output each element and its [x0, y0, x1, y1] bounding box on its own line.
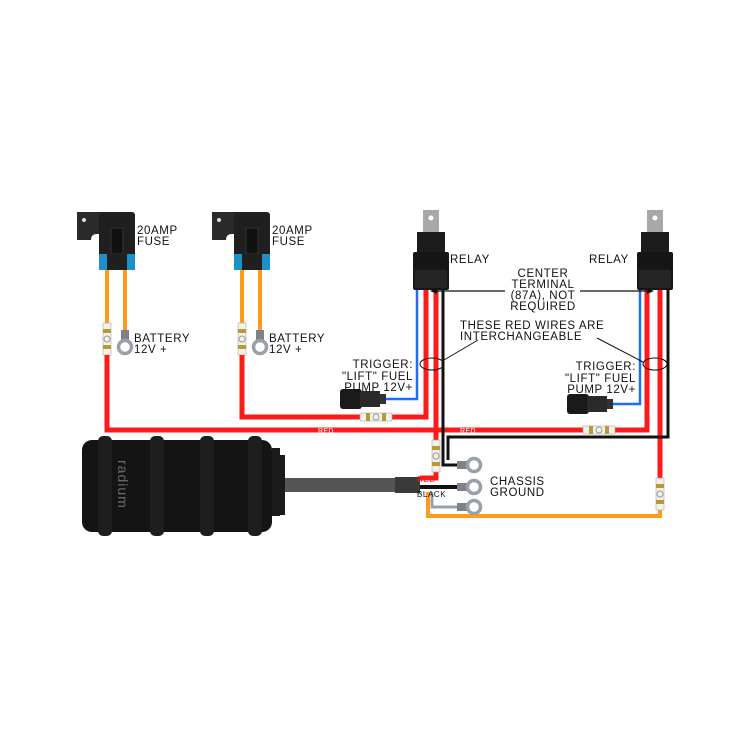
svg-text:INTERCHANGEABLE: INTERCHANGEABLE	[460, 331, 582, 343]
battery-ring-terminal-2	[251, 328, 269, 356]
fuse-label-2: 20AMP FUSE	[272, 225, 313, 248]
svg-text:(87A), NOT: (87A), NOT	[511, 290, 576, 302]
fuse-holder-2	[211, 211, 271, 356]
relay-label-2: RELAY	[589, 254, 629, 266]
fuse-holder-1	[76, 211, 136, 356]
relay-label-1: RELAY	[450, 254, 490, 266]
svg-text:REQUIRED: REQUIRED	[510, 301, 576, 313]
wire-label-red-2: RED	[460, 428, 476, 435]
svg-text:FUSE: FUSE	[272, 236, 305, 248]
trigger-label-2: TRIGGER: "LIFT" FUEL PUMP 12V+	[565, 361, 636, 396]
inline-connector-1	[359, 412, 393, 422]
inline-connector-4	[655, 477, 665, 511]
ground-ring-terminals	[455, 456, 483, 516]
trigger-label-1: TRIGGER: "LIFT" FUEL PUMP 12V+	[342, 359, 413, 394]
svg-text:TRIGGER:: TRIGGER:	[353, 359, 413, 371]
fuse-label-1: 20AMP FUSE	[137, 225, 178, 248]
svg-text:20AMP: 20AMP	[272, 225, 313, 237]
svg-text:BATTERY: BATTERY	[269, 333, 325, 345]
wires	[104, 288, 670, 518]
relay-2	[637, 210, 673, 290]
svg-text:PUMP 12V+: PUMP 12V+	[344, 382, 413, 394]
brand-logo: radium	[115, 460, 131, 509]
svg-text:TERMINAL: TERMINAL	[512, 279, 575, 291]
battery-label-1: BATTERY 12V +	[134, 333, 190, 356]
svg-text:CENTER: CENTER	[518, 268, 569, 280]
wire-label-red-1: RED	[318, 428, 334, 435]
pump-wire-black-label: BLACK	[417, 490, 446, 499]
interchangeable-label: THESE RED WIRES ARE INTERCHANGEABLE	[460, 320, 604, 343]
svg-text:TRIGGER:: TRIGGER:	[576, 361, 636, 373]
svg-text:12V +: 12V +	[269, 344, 302, 356]
svg-text:BATTERY: BATTERY	[134, 333, 190, 345]
relay-1	[413, 210, 449, 290]
svg-text:20AMP: 20AMP	[137, 225, 178, 237]
svg-text:"LIFT" FUEL: "LIFT" FUEL	[565, 373, 636, 385]
chassis-ground-label: CHASSIS GROUND	[490, 476, 545, 499]
svg-text:"LIFT" FUEL: "LIFT" FUEL	[342, 371, 413, 383]
fuel-pump: radium	[82, 436, 420, 536]
svg-text:FUSE: FUSE	[137, 236, 170, 248]
svg-text:GROUND: GROUND	[490, 487, 545, 499]
trigger-connector-2	[567, 394, 613, 414]
pump-wire-red-label: RED	[417, 475, 436, 484]
svg-text:THESE RED WIRES ARE: THESE RED WIRES ARE	[460, 320, 604, 332]
battery-label-2: BATTERY 12V +	[269, 333, 325, 356]
svg-text:12V +: 12V +	[134, 344, 167, 356]
svg-text:CHASSIS: CHASSIS	[490, 476, 545, 488]
battery-ring-terminal-1	[116, 328, 134, 356]
inline-connector-3	[431, 439, 441, 473]
center-terminal-label: CENTER TERMINAL (87A), NOT REQUIRED	[510, 268, 576, 313]
svg-text:PUMP 12V+: PUMP 12V+	[567, 384, 636, 396]
inline-connector-2	[582, 425, 616, 435]
